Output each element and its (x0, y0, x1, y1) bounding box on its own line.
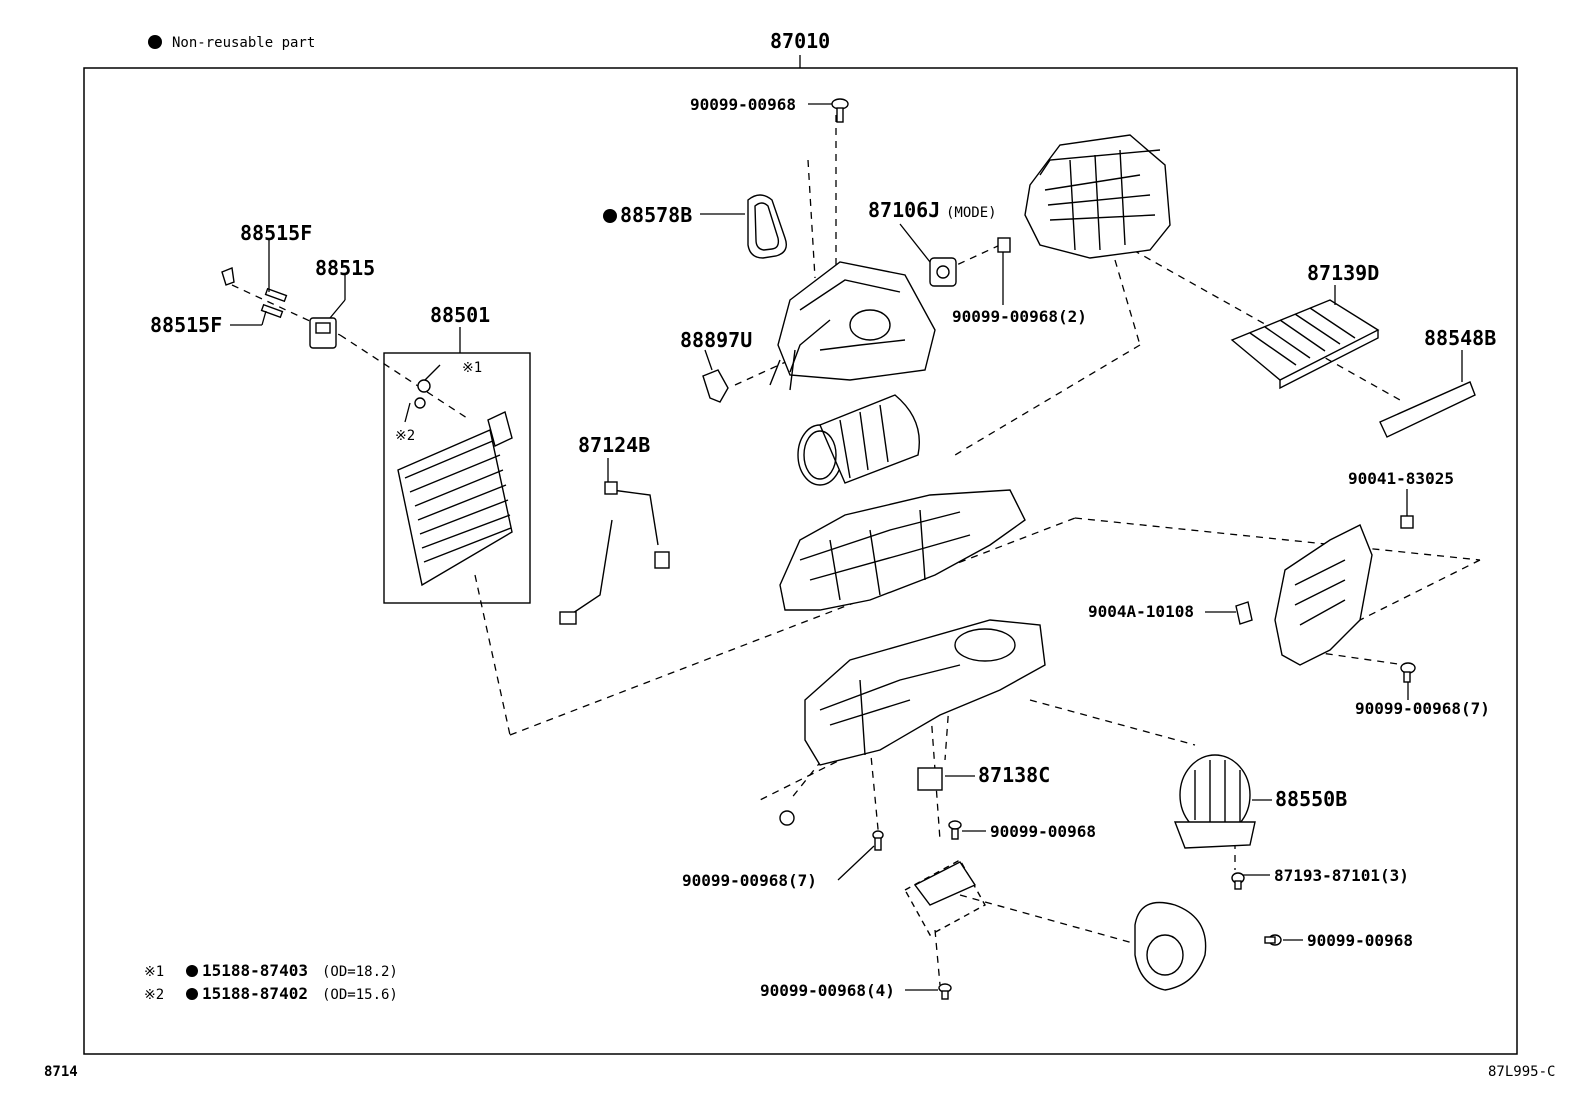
label-87106J: 87106J (868, 198, 940, 222)
bracket-assembly-icon (1274, 515, 1414, 666)
label-88897U: 88897U (680, 328, 752, 352)
legend-text: Non-reusable part (172, 35, 315, 51)
gasket-88578B-icon (747, 194, 788, 259)
scroll-housing-icon (1134, 901, 1207, 991)
filter-cover-88548B-icon (1379, 381, 1476, 438)
clip-9004A-icon (1235, 601, 1253, 625)
footnote-2: ※2 15188-87402 (OD=15.6) (144, 984, 398, 1003)
label-88550B: 88550B (1275, 787, 1347, 811)
damper-lower-icon (904, 859, 986, 936)
label-88501: 88501 (430, 303, 490, 327)
screw-top-icon (831, 98, 849, 123)
svg-text:(OD=18.2): (OD=18.2) (322, 964, 398, 980)
label-90099-00968-right: 90099-00968 (1307, 931, 1413, 950)
label-90099-00968-4: 90099-00968(4) (760, 981, 895, 1000)
evaporator-88501-icon (397, 379, 513, 587)
label-88578B: 88578B (620, 203, 692, 227)
label-88515F-a: 88515F (240, 221, 312, 245)
guide-lines (231, 115, 1481, 986)
expansion-valve-88515-icon (309, 317, 337, 349)
label-90041-83025: 90041-83025 (1348, 469, 1454, 488)
harness-87124B-icon (559, 481, 670, 625)
air-filter-87139D-icon (1230, 299, 1380, 390)
footer-right-code: 87L995-C (1488, 1064, 1555, 1080)
assembly-frame (83, 67, 1518, 1055)
label-90099-00968-2: 90099-00968(2) (952, 307, 1087, 326)
svg-text:(OD=15.6): (OD=15.6) (322, 987, 398, 1003)
label-87124B: 87124B (578, 433, 650, 457)
label-ref2: ※2 (395, 428, 415, 444)
label-87106J-note: (MODE) (946, 205, 997, 221)
svg-text:※1: ※1 (144, 964, 164, 980)
svg-text:15188-87402: 15188-87402 (202, 984, 308, 1003)
bolt-88515F-icon (221, 267, 288, 319)
lower-case-icon (804, 619, 1046, 766)
non-reusable-dot-icon (603, 209, 617, 223)
screw-bottom-icon (938, 983, 952, 1000)
label-90099-00968-mid: 90099-00968 (990, 822, 1096, 841)
label-9004A-10108: 9004A-10108 (1088, 602, 1194, 621)
non-reusable-dot-icon (148, 35, 162, 49)
middle-case-icon (779, 489, 1026, 611)
servo-87106J-icon (929, 237, 1011, 287)
leader-lines (230, 103, 1463, 991)
label-87139D: 87139D (1307, 261, 1379, 285)
blower-cylinder-icon (797, 394, 920, 486)
blower-motor-88550B-icon (1173, 754, 1256, 849)
svg-text:※2: ※2 (144, 987, 164, 1003)
screw-scroll-icon (1264, 934, 1282, 946)
label-87138C: 87138C (978, 763, 1050, 787)
label-ref1: ※1 (462, 360, 482, 376)
evaporator-box (383, 352, 531, 604)
resistor-87138C-icon (917, 767, 943, 791)
non-reusable-dot-icon (186, 988, 198, 1000)
label-90099-00968-7-right: 90099-00968(7) (1355, 699, 1490, 718)
screw-87193-icon (1231, 872, 1245, 890)
upper-heater-case-icon (1024, 134, 1171, 259)
svg-text:15188-87403: 15188-87403 (202, 961, 308, 980)
screw-right-icon (1400, 662, 1416, 683)
footnote-1: ※1 15188-87403 (OD=18.2) (144, 961, 398, 980)
label-87193-87101-3: 87193-87101(3) (1274, 866, 1409, 885)
assembly-number: 87010 (770, 29, 830, 53)
label-88515: 88515 (315, 256, 375, 280)
sensor-88897U-icon (702, 369, 729, 403)
label-90099-00968-7-left: 90099-00968(7) (682, 871, 817, 890)
label-88548B: 88548B (1424, 326, 1496, 350)
screw-lower-left-icon (779, 810, 884, 851)
footer-left-code: 8714 (44, 1064, 78, 1080)
intake-case-icon (769, 261, 936, 391)
non-reusable-dot-icon (186, 965, 198, 977)
screw-mid-icon (948, 820, 962, 840)
label-90099-00968-top: 90099-00968 (690, 95, 796, 114)
label-88515F-b: 88515F (150, 313, 222, 337)
